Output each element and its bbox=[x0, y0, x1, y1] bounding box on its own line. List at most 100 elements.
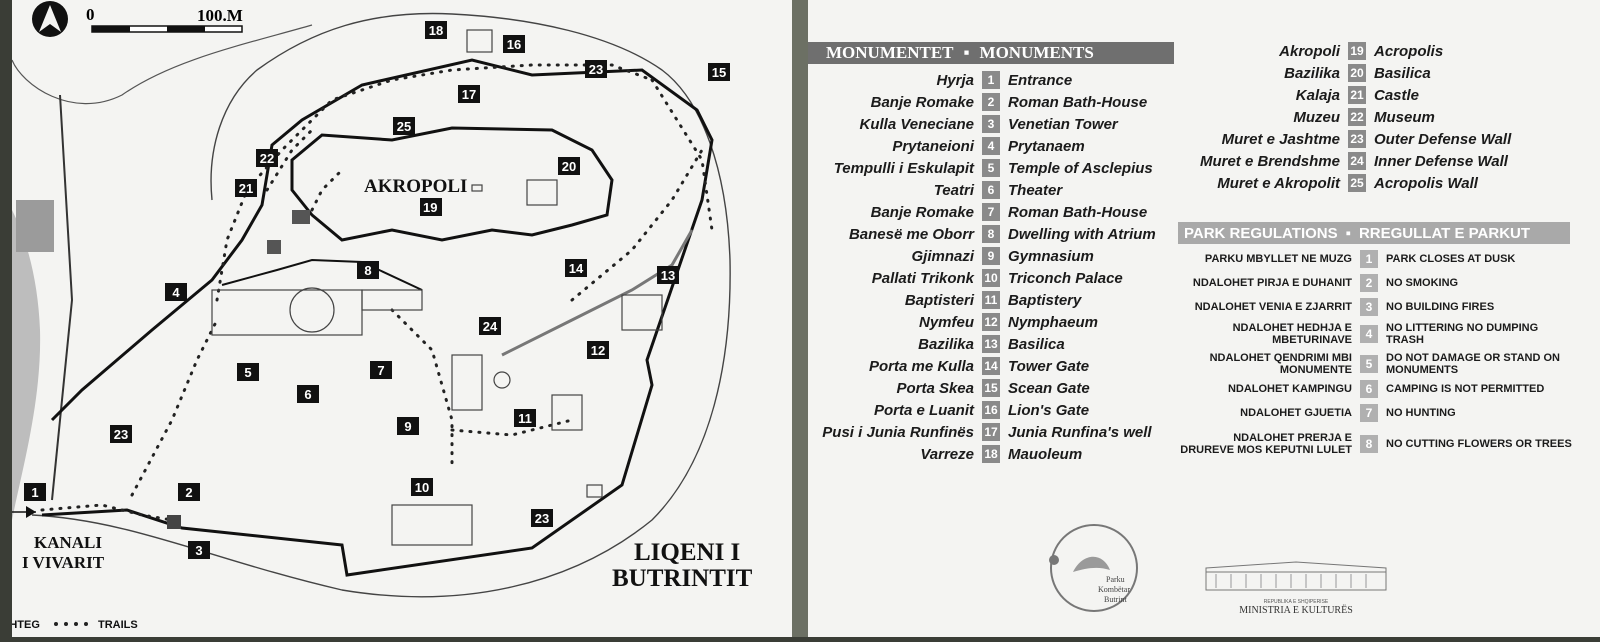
monument-number: 12 bbox=[982, 313, 1000, 331]
trails-legend-right: TRAILS bbox=[98, 619, 138, 631]
scale-bar: 0 100.M bbox=[86, 5, 243, 33]
monument-name-en: Nymphaeum bbox=[1008, 313, 1099, 331]
map-marker-label: 1 bbox=[31, 485, 38, 500]
map-marker: 16 bbox=[503, 35, 525, 53]
regulations-header-left: PARK REGULATIONS bbox=[1184, 224, 1338, 242]
monument-name-sq: Varreze bbox=[920, 445, 974, 463]
monuments-header: MONUMENTET ▪ MONUMENTS bbox=[806, 42, 1174, 64]
map-marker-label: 23 bbox=[589, 62, 603, 77]
monument-name-sq: Gjimnazi bbox=[911, 247, 974, 265]
monument-number: 9 bbox=[982, 247, 1000, 265]
map-marker: 21 bbox=[235, 179, 257, 197]
map-marker: 2 bbox=[178, 483, 200, 501]
monument-name-en: Acropolis bbox=[1374, 42, 1444, 60]
inner-defense-wall bbox=[501, 229, 694, 357]
monument-name-en: Museum bbox=[1374, 108, 1435, 126]
monument-name-sq: Porta Skea bbox=[896, 379, 974, 397]
map-marker-label: 11 bbox=[518, 411, 532, 426]
regulation-row: NDALOHET PRERJA E DRUREVE MOS KEPUTNI LU… bbox=[1180, 432, 1576, 456]
ministry-building-icon bbox=[1205, 561, 1387, 591]
monuments-header-right: MONUMENTS bbox=[979, 43, 1094, 62]
map-marker: 11 bbox=[514, 409, 536, 427]
monument-name-en: Inner Defense Wall bbox=[1374, 152, 1508, 170]
monument-name-sq: Banje Romake bbox=[870, 203, 974, 221]
map-marker-label: 14 bbox=[569, 261, 584, 276]
monument-name-sq: Porta e Luanit bbox=[873, 401, 974, 419]
monument-name-sq: Prytaneioni bbox=[892, 137, 974, 155]
monument-name-en: Roman Bath-House bbox=[1008, 203, 1148, 221]
map-marker: 1 bbox=[24, 483, 46, 501]
map-panel: 0 100.M bbox=[0, 0, 792, 637]
map-marker-label: 23 bbox=[535, 511, 549, 526]
acropolis-wall bbox=[290, 126, 614, 242]
regulation-sq: NDALOHET VENIA E ZJARRIT bbox=[1194, 301, 1352, 313]
ministry-name: MINISTRIA E KULTURËS bbox=[1239, 605, 1353, 616]
park-logo: Parku Kombëtar Butrint bbox=[1048, 522, 1140, 614]
logo-text-2: Kombëtar bbox=[1098, 585, 1130, 594]
monument-name-sq: Pusi i Junia Runfinës bbox=[822, 423, 974, 441]
monument-name-sq: Tempulli i Eskulapit bbox=[833, 159, 974, 177]
monument-name-sq: Banesë me Oborr bbox=[848, 225, 974, 243]
map-marker-label: 3 bbox=[195, 543, 202, 558]
logo-text-1: Parku bbox=[1106, 575, 1125, 584]
map-marker: 23 bbox=[585, 60, 607, 78]
regulation-sq: NDALOHET GJUETIA bbox=[1240, 407, 1352, 419]
site-map: 0 100.M bbox=[0, 1, 753, 631]
monument-name-sq: Muret e Akropolit bbox=[1217, 174, 1340, 192]
map-marker: 7 bbox=[370, 361, 392, 379]
scale-end: 100.M bbox=[197, 6, 243, 25]
regulation-en: NO SMOKING bbox=[1386, 277, 1459, 289]
scale-zero: 0 bbox=[86, 5, 95, 24]
monument-number: 5 bbox=[982, 159, 1000, 177]
monument-name-en: Castle bbox=[1374, 86, 1420, 104]
monument-name-en: Temple of Asclepius bbox=[1008, 159, 1153, 177]
regulation-number: 6 bbox=[1360, 380, 1378, 398]
north-arrow-icon bbox=[32, 1, 68, 37]
monument-number: 14 bbox=[982, 357, 1000, 375]
trails bbox=[40, 63, 714, 522]
entrance-arrow-icon bbox=[0, 506, 36, 518]
regulation-sq: NDALOHET PRERJA E DRUREVE MOS KEPUTNI LU… bbox=[1180, 432, 1352, 456]
monument-row: Tempulli i Eskulapit 5 Temple of Asclepius bbox=[804, 158, 1153, 178]
regulation-number: 7 bbox=[1360, 404, 1378, 422]
monument-number: 4 bbox=[982, 137, 1000, 155]
regulation-number: 8 bbox=[1360, 435, 1378, 453]
map-marker: 6 bbox=[297, 385, 319, 403]
monument-number: 20 bbox=[1348, 64, 1366, 82]
regulation-sq: PARKU MBYLLET NE MUZG bbox=[1204, 253, 1352, 265]
monument-number: 8 bbox=[982, 225, 1000, 243]
regulation-sq: NDALOHET QENDRIMI MBI MONUMENTE bbox=[1209, 352, 1352, 376]
monument-name-en: Mauoleum bbox=[1008, 445, 1083, 463]
map-marker: 15 bbox=[708, 63, 730, 81]
map-marker: 5 bbox=[237, 363, 259, 381]
map-marker-label: 13 bbox=[661, 268, 675, 283]
monument-name-en: Scean Gate bbox=[1008, 379, 1090, 397]
monument-number: 23 bbox=[1348, 130, 1366, 148]
monument-name-en: Gymnasium bbox=[1008, 247, 1094, 265]
regulation-sq: NDALOHET HEDHJA E MBETURINAVE bbox=[1232, 322, 1352, 346]
logo-text-3: Butrint bbox=[1104, 595, 1127, 604]
monument-number: 3 bbox=[982, 115, 1000, 133]
monument-number: 1 bbox=[982, 71, 1000, 89]
monument-number: 18 bbox=[982, 445, 1000, 463]
map-marker: 20 bbox=[558, 157, 580, 175]
regulation-en: NO BUILDING FIRES bbox=[1386, 301, 1495, 313]
